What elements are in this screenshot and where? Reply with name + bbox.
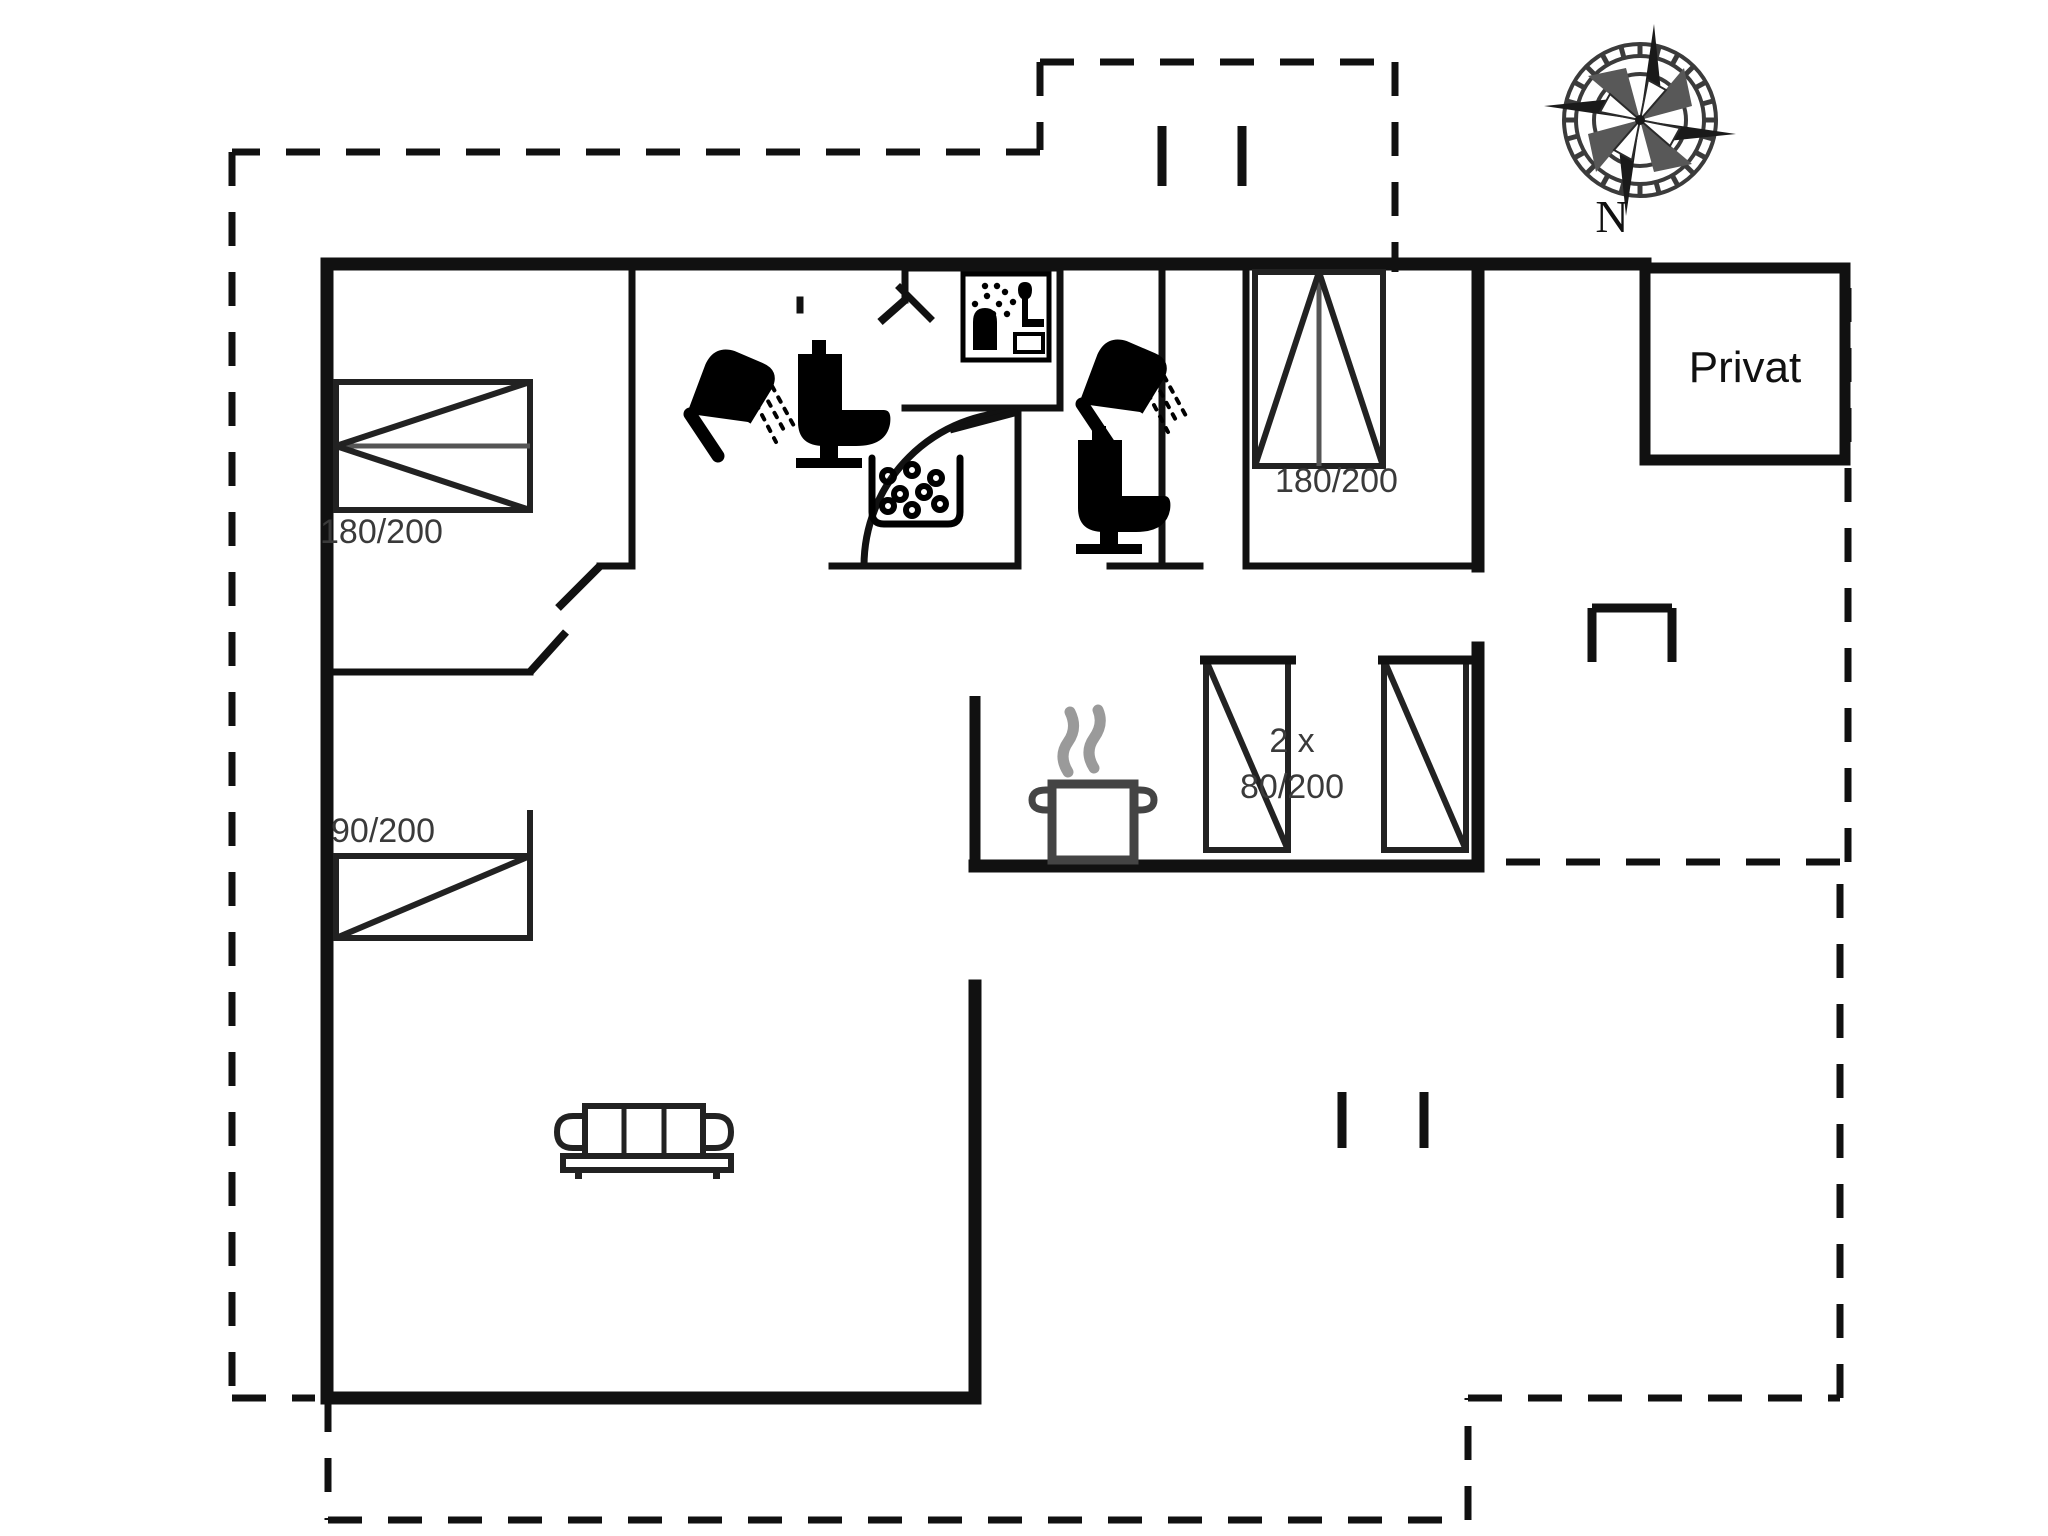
door-swing-path (860, 408, 1019, 567)
bed-left-single-dimension: 90/200 (331, 812, 435, 850)
property-boundary (228, 58, 1852, 1524)
bed-bunk-pair (1200, 655, 1472, 853)
bed-left-double (333, 379, 533, 513)
bed-left-double-diag-top (335, 379, 531, 449)
door-markers (527, 296, 908, 675)
privat-outline (1639, 262, 1851, 466)
bed-left-double-dimension: 180/200 (320, 513, 443, 551)
whirlpool-tub-icon (868, 454, 964, 528)
bed-right-double (1252, 269, 1386, 469)
compass-star (1544, 24, 1736, 216)
privat-label: Privat (1689, 343, 1801, 392)
terrace-markers (1157, 126, 1677, 1148)
bed-right-double-diag-left (1252, 271, 1322, 467)
compass-north-label: N (1595, 191, 1628, 242)
toilet-icon-east (1076, 426, 1171, 554)
shower-icon (683, 349, 796, 463)
cooking-pot-icon (1028, 704, 1158, 865)
sauna-icon (960, 271, 1052, 363)
bed-bunk-dimension-line1: 2 x (1269, 722, 1314, 760)
bed-right-double-dimension: 180/200 (1275, 462, 1398, 500)
shower-icon-east (1075, 339, 1188, 453)
pot-body (1047, 779, 1139, 865)
bed-left-single-diag (334, 853, 532, 941)
bed-bunk-dimension-line2: 80/200 (1240, 768, 1344, 806)
sofa-icon (554, 1103, 734, 1179)
bed-bunk-right-diag (1381, 658, 1469, 852)
bed-right-double-diag-right (1316, 271, 1386, 467)
door-swing-arc (860, 408, 1022, 567)
house-outer-walls (320, 257, 1652, 1405)
bed-bunk-left-diag (1203, 658, 1291, 852)
toilet-icon (796, 340, 891, 468)
bed-left-double-diag-bottom (335, 443, 531, 513)
bed-left-single (333, 810, 533, 941)
steam-icon (1057, 704, 1106, 778)
compass-rose-icon (1544, 24, 1736, 216)
outbuilding-privat (1639, 262, 1851, 466)
